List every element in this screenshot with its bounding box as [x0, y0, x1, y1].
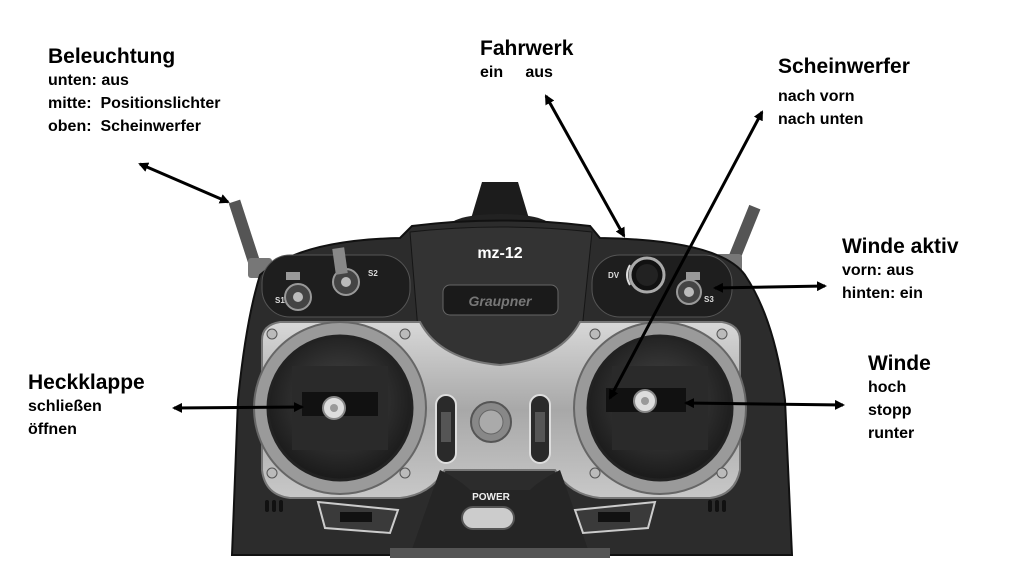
annotation-line: nach vorn [778, 88, 855, 105]
switch-s1[interactable] [284, 272, 312, 311]
arrow-beleuchtung [138, 162, 230, 204]
model-label: mz-12 [477, 245, 522, 262]
switch-s2[interactable] [332, 247, 360, 296]
annotation-heckklappe: Heckklappe schließen öffnen [28, 372, 145, 445]
center-emblem [470, 401, 512, 443]
display-edge [390, 548, 610, 558]
dv-label: DV [608, 271, 620, 280]
annotation-line: ein aus [480, 64, 553, 81]
annotation-fahrwerk: Fahrwerk ein aus [480, 38, 573, 88]
annotation-line: unten: aus [48, 72, 129, 89]
arrow-heckklappe [172, 402, 304, 413]
left-toggle-lever[interactable] [228, 199, 272, 278]
left-horizontal-trim[interactable] [316, 500, 400, 535]
left-grille [265, 500, 283, 512]
annotation-title: Scheinwerfer [778, 55, 910, 78]
right-vertical-trim[interactable] [529, 394, 551, 464]
annotation-beleuchtung: Beleuchtung unten: aus mitte: Positionsl… [48, 46, 220, 142]
annotation-winde-aktiv: Winde aktiv vorn: aus hinten: ein [842, 236, 959, 309]
s2-label: S2 [368, 269, 378, 278]
s1-label: S1 [275, 296, 285, 305]
annotation-winde: Winde hoch stopp runter [868, 353, 931, 449]
annotation-scheinwerfer: Scheinwerfer nach vorn nach unten [778, 56, 910, 135]
annotation-line: nach unten [778, 111, 864, 128]
annotation-title: Winde [868, 352, 931, 375]
brand-label: Graupner [468, 293, 533, 309]
s3-label: S3 [704, 295, 714, 304]
annotation-line: schließen [28, 398, 102, 415]
left-gimbal[interactable] [253, 321, 427, 495]
annotation-line: vorn: aus [842, 262, 915, 279]
annotation-title: Heckklappe [28, 371, 145, 394]
annotation-title: Winde aktiv [842, 235, 959, 258]
power-switch[interactable] [461, 506, 515, 530]
right-horizontal-trim[interactable] [573, 500, 657, 535]
annotation-line: runter [868, 425, 915, 442]
annotation-line: oben: Scheinwerfer [48, 118, 201, 135]
annotation-line: stopp [868, 402, 912, 419]
arrow-fahrwerk [544, 94, 626, 238]
arrow-winde-aktiv [713, 281, 827, 293]
annotation-line: hoch [868, 379, 907, 396]
arrow-scheinwerfer [608, 110, 764, 400]
right-grille [708, 500, 726, 512]
annotation-line: mitte: Positionslichter [48, 95, 221, 112]
annotation-title: Beleuchtung [48, 45, 176, 68]
annotation-line: öffnen [28, 421, 77, 438]
annotation-line: hinten: ein [842, 285, 923, 302]
arrow-winde [684, 398, 845, 410]
brand-plate [442, 284, 559, 316]
left-vertical-trim[interactable] [435, 394, 457, 464]
power-label: POWER [472, 492, 511, 503]
annotation-title: Fahrwerk [480, 37, 574, 60]
